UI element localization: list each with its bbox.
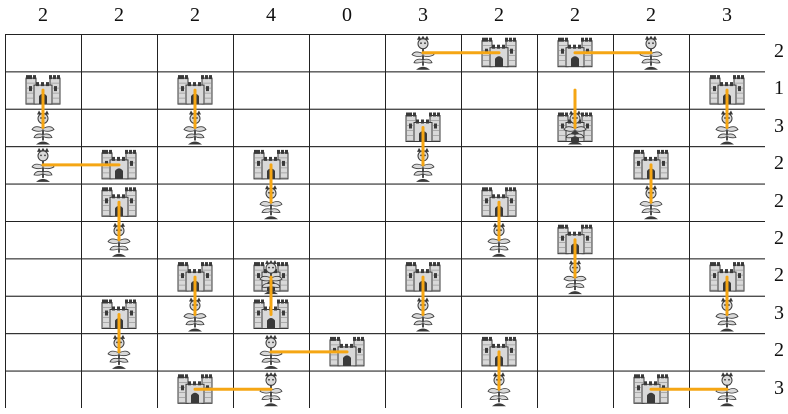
grid-cell[interactable]: [310, 259, 386, 296]
grid-cell[interactable]: [538, 184, 614, 221]
column-clue-0: 2: [5, 4, 81, 27]
grid-cell[interactable]: [690, 184, 766, 221]
column-clue-6: 2: [461, 4, 537, 27]
grid-cell[interactable]: [614, 296, 690, 333]
row-clue-3: 2: [771, 152, 787, 175]
grid-cell[interactable]: [6, 184, 82, 221]
grid-cell[interactable]: [614, 72, 690, 109]
grid-cell[interactable]: [614, 259, 690, 296]
grid-cell[interactable]: [234, 109, 310, 146]
grid-cell[interactable]: [158, 334, 234, 371]
grid-cell[interactable]: [82, 259, 158, 296]
column-clue-2: 2: [157, 4, 233, 27]
column-clue-8: 2: [613, 4, 689, 27]
row-clue-5: 2: [771, 227, 787, 250]
grid-cell[interactable]: [6, 259, 82, 296]
grid-cell[interactable]: [6, 35, 82, 72]
grid-cell[interactable]: [310, 35, 386, 72]
grid-cell[interactable]: [82, 371, 158, 408]
grid-cell[interactable]: [310, 147, 386, 184]
grid-cell[interactable]: [234, 222, 310, 259]
row-clues: 2 1 3 2 2 2 2 3 2 3: [771, 34, 787, 408]
grid-cell[interactable]: [690, 35, 766, 72]
row-clue-4: 2: [771, 190, 787, 213]
grid-cell[interactable]: [310, 109, 386, 146]
grid-cell[interactable]: [386, 72, 462, 109]
grid-cell[interactable]: [386, 334, 462, 371]
grid-cell[interactable]: [386, 222, 462, 259]
grid-cell[interactable]: [614, 109, 690, 146]
grid-cell[interactable]: [538, 147, 614, 184]
row-clue-7: 3: [771, 302, 787, 325]
grid-cell[interactable]: [6, 334, 82, 371]
grid-cell[interactable]: [6, 222, 82, 259]
grid-cell[interactable]: [690, 147, 766, 184]
grid-cell[interactable]: [310, 371, 386, 408]
grid-cell[interactable]: [690, 222, 766, 259]
grid-cell[interactable]: [158, 184, 234, 221]
grid-cell[interactable]: [310, 184, 386, 221]
row-clue-8: 2: [771, 339, 787, 362]
grid-cell[interactable]: [82, 109, 158, 146]
grid-cell[interactable]: [6, 371, 82, 408]
column-clue-1: 2: [81, 4, 157, 27]
column-clue-4: 0: [309, 4, 385, 27]
row-clue-1: 1: [771, 77, 787, 100]
row-clue-6: 2: [771, 264, 787, 287]
column-clue-5: 3: [385, 4, 461, 27]
grid-cell[interactable]: [462, 147, 538, 184]
grid-cell[interactable]: [158, 147, 234, 184]
grid-cell[interactable]: [614, 222, 690, 259]
grid-cell[interactable]: [82, 72, 158, 109]
grid-cell[interactable]: [538, 296, 614, 333]
grid-cell[interactable]: [6, 296, 82, 333]
grid-cell[interactable]: [386, 371, 462, 408]
grid-cell[interactable]: [310, 222, 386, 259]
grid-cell[interactable]: [310, 296, 386, 333]
grid-cell[interactable]: [234, 72, 310, 109]
grid-cell[interactable]: [158, 35, 234, 72]
grid-cell[interactable]: [386, 184, 462, 221]
grid-cell[interactable]: [462, 296, 538, 333]
row-clue-9: 3: [771, 377, 787, 400]
grid-cell[interactable]: [690, 334, 766, 371]
grid-cell[interactable]: [310, 72, 386, 109]
grid-cell[interactable]: [614, 334, 690, 371]
row-clue-2: 3: [771, 115, 787, 138]
grid-cell[interactable]: [158, 222, 234, 259]
column-clue-7: 2: [537, 4, 613, 27]
grid-cell[interactable]: [462, 72, 538, 109]
board-svg: [5, 34, 765, 408]
grid-cell[interactable]: [538, 371, 614, 408]
grid-cell[interactable]: [462, 109, 538, 146]
grid-cell[interactable]: [462, 259, 538, 296]
column-clue-9: 3: [689, 4, 765, 27]
grid-cell[interactable]: [538, 334, 614, 371]
game-board: [5, 34, 765, 408]
column-clue-3: 4: [233, 4, 309, 27]
row-clue-0: 2: [771, 40, 787, 63]
grid-cell[interactable]: [234, 35, 310, 72]
grid-cell[interactable]: [82, 35, 158, 72]
